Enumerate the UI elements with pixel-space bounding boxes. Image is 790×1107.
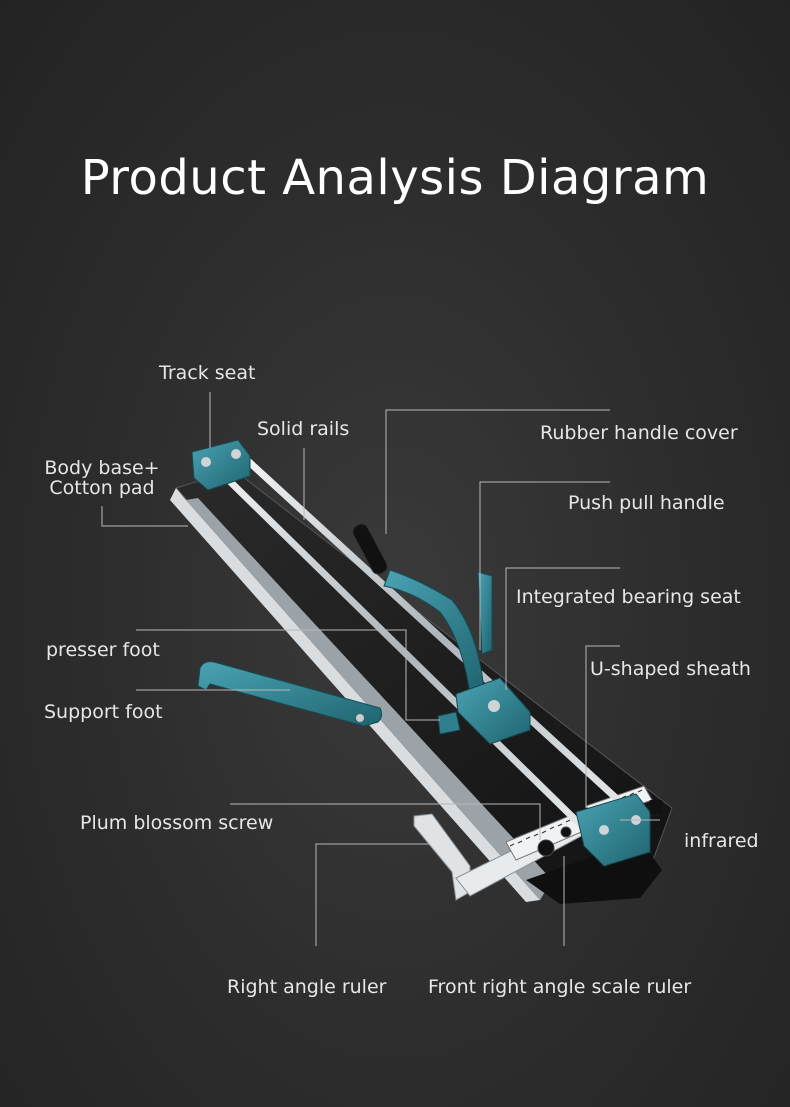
label-infrared: infrared: [684, 830, 759, 852]
label-integrated-bearing-seat: Integrated bearing seat: [516, 586, 741, 608]
label-track-seat: Track seat: [159, 362, 256, 384]
page-title: Product Analysis Diagram: [80, 150, 710, 206]
track-seat: [191, 439, 251, 491]
plum-blossom-screw: [537, 826, 572, 857]
label-solid-rails: Solid rails: [257, 418, 350, 440]
integrated-bearing-seat: [437, 677, 531, 745]
support-foot: [197, 661, 383, 727]
solid-rails: [202, 446, 644, 844]
label-presser-foot: presser foot: [46, 639, 160, 661]
leader-lines: [101, 392, 660, 946]
label-body-base: Body base+ Cotton pad: [40, 457, 164, 499]
push-pull-handle: [352, 523, 493, 695]
label-plum-blossom-screw: Plum blossom screw: [80, 812, 274, 834]
u-shaped-sheath: [575, 793, 662, 867]
label-right-angle-ruler: Right angle ruler: [227, 976, 387, 998]
label-push-pull-handle: Push pull handle: [568, 492, 725, 514]
label-support-foot: Support foot: [44, 701, 163, 723]
label-body-base-line1: Body base+: [44, 457, 160, 479]
label-front-right-angle-scale-ruler: Front right angle scale ruler: [428, 976, 692, 998]
label-body-base-line2: Cotton pad: [49, 476, 155, 499]
label-u-shaped-sheath: U-shaped sheath: [590, 658, 751, 680]
label-rubber-handle-cover: Rubber handle cover: [540, 422, 738, 444]
